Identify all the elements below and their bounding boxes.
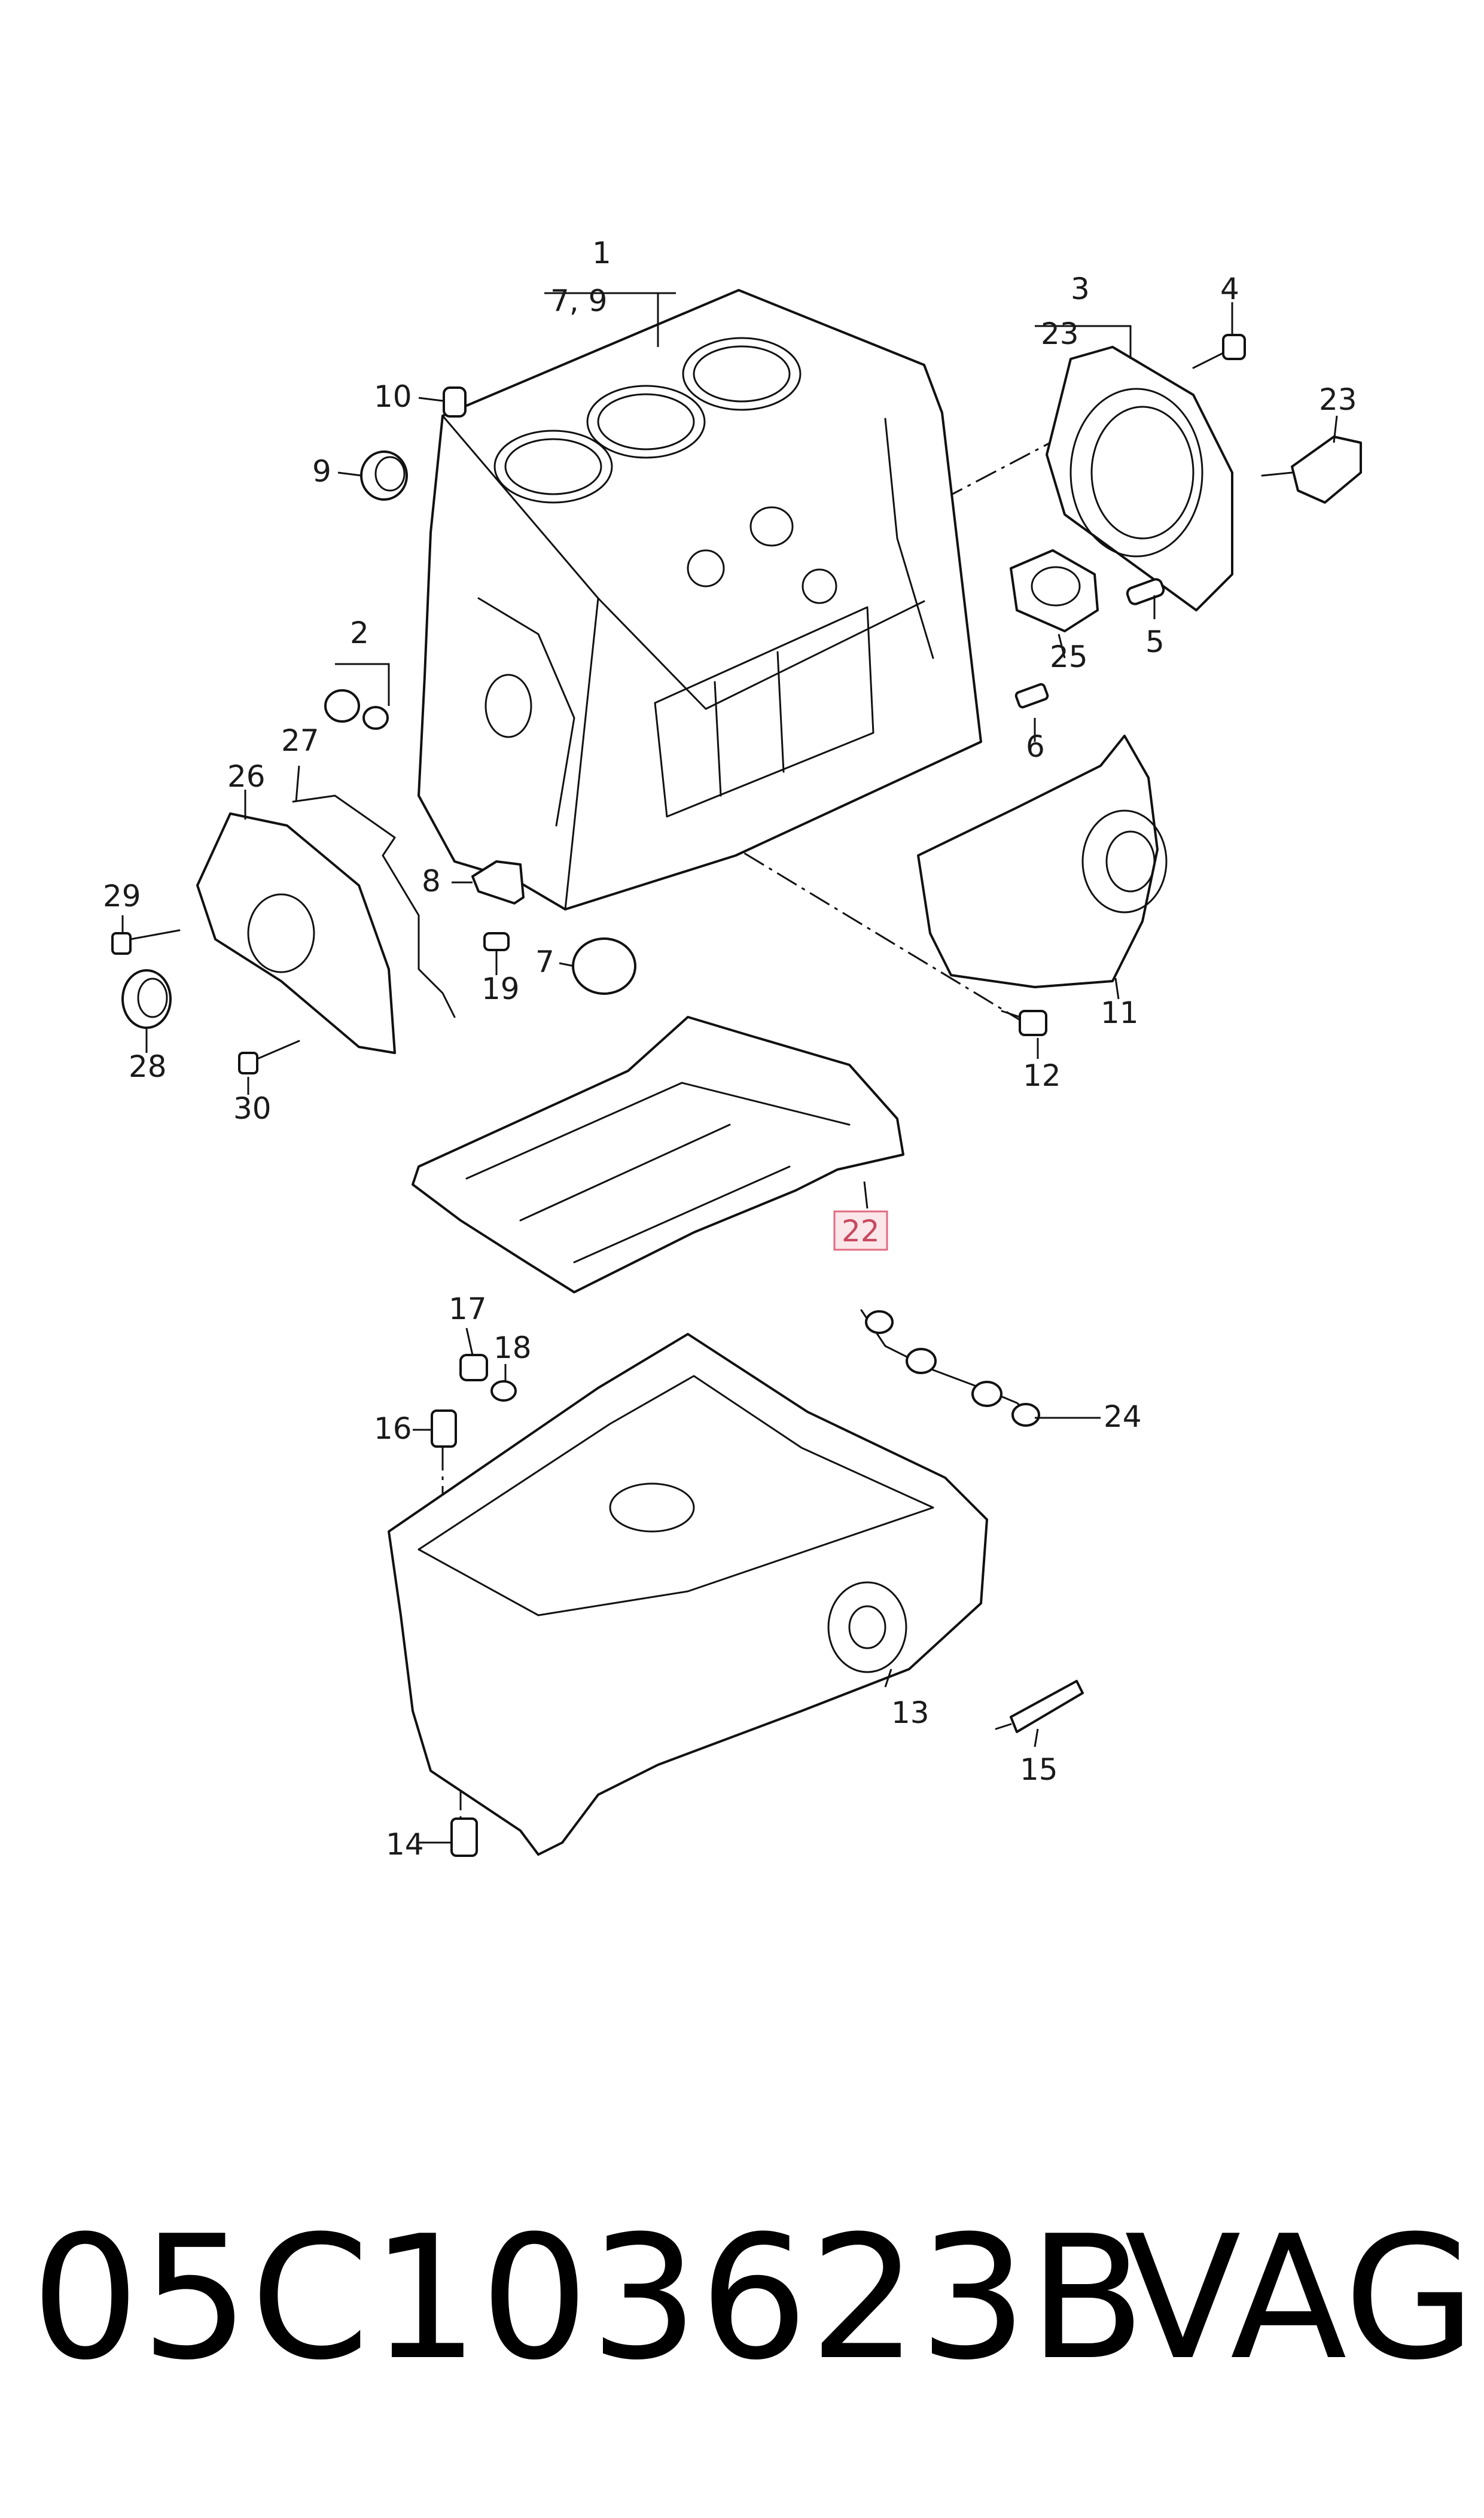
callout-17: 17	[449, 1292, 487, 1326]
plug-7	[572, 937, 636, 995]
callout-5: 5	[1145, 625, 1165, 659]
callout-22: 22	[842, 1214, 880, 1249]
pin-19	[483, 932, 510, 951]
callout-10: 10	[374, 379, 412, 414]
callout-27: 27	[281, 723, 319, 758]
callout-15: 15	[1020, 1752, 1058, 1787]
seal-28	[121, 969, 172, 1029]
callout-labels: 1 7, 9 3 23 4 23 10 9 25 5 2 6 27 26 29 …	[103, 236, 1357, 1862]
callout-9: 9	[312, 454, 331, 489]
callout-18: 18	[493, 1330, 532, 1365]
baffle-22	[412, 1016, 904, 1293]
spray-jet-24	[860, 1309, 1040, 1427]
pin-5	[1126, 578, 1165, 605]
sleeve-16	[431, 1409, 457, 1448]
callout-25: 25	[1050, 640, 1088, 674]
callout-30: 30	[233, 1091, 272, 1126]
oil-pan-13	[388, 1333, 988, 1856]
cap-10	[443, 386, 467, 418]
callout-12: 12	[1023, 1058, 1061, 1093]
plug-2	[324, 689, 389, 730]
bolt-30	[238, 1040, 300, 1074]
callout-14: 14	[386, 1827, 424, 1862]
callout-13: 13	[891, 1695, 930, 1730]
bolt-14	[450, 1817, 478, 1857]
seal-flange-3	[1046, 346, 1233, 611]
callout-2: 2	[350, 616, 369, 650]
callout-8: 8	[422, 864, 441, 899]
sensor-23	[1261, 436, 1362, 504]
callout-22-highlight	[833, 1210, 888, 1251]
plug-9	[360, 450, 408, 501]
callout-1: 1	[592, 236, 611, 270]
callout-29: 29	[103, 879, 141, 914]
callout-6: 6	[1026, 729, 1045, 764]
washer-18	[490, 1380, 517, 1402]
cover-11	[917, 735, 1168, 988]
stud-6	[1014, 683, 1049, 709]
sealant-tube-15	[995, 1680, 1084, 1733]
gasket-27	[292, 794, 456, 1018]
callout-28: 28	[129, 1049, 167, 1084]
timing-cover-26	[196, 812, 396, 1054]
callout-3: 3	[1071, 272, 1090, 306]
callout-16: 16	[374, 1411, 412, 1446]
bolt-29	[111, 929, 181, 955]
cylinder-block	[418, 289, 982, 911]
leader-lines	[121, 292, 1338, 1844]
callout-24: 24	[1104, 1399, 1142, 1434]
callout-3-sub: 23	[1041, 316, 1079, 351]
bolt-12	[1001, 1010, 1047, 1036]
exploded-parts-diagram: 1 7, 9 3 23 4 23 10 9 25 5 2 6 27 26 29 …	[103, 236, 1362, 1862]
sensor-8	[471, 860, 525, 905]
brand-label: VAG	[1125, 2199, 1476, 2398]
callout-1-sub: 7, 9	[550, 284, 607, 318]
callout-7: 7	[535, 945, 554, 979]
callout-23: 23	[1319, 382, 1357, 417]
callout-11: 11	[1101, 995, 1139, 1030]
drain-plug-17	[459, 1354, 488, 1381]
bolt-4	[1192, 334, 1246, 369]
cover-25	[1010, 549, 1099, 632]
callout-4: 4	[1220, 272, 1239, 306]
callout-19: 19	[482, 972, 520, 1006]
callout-26: 26	[227, 759, 266, 794]
part-number: 05C103623B	[31, 2199, 1147, 2398]
